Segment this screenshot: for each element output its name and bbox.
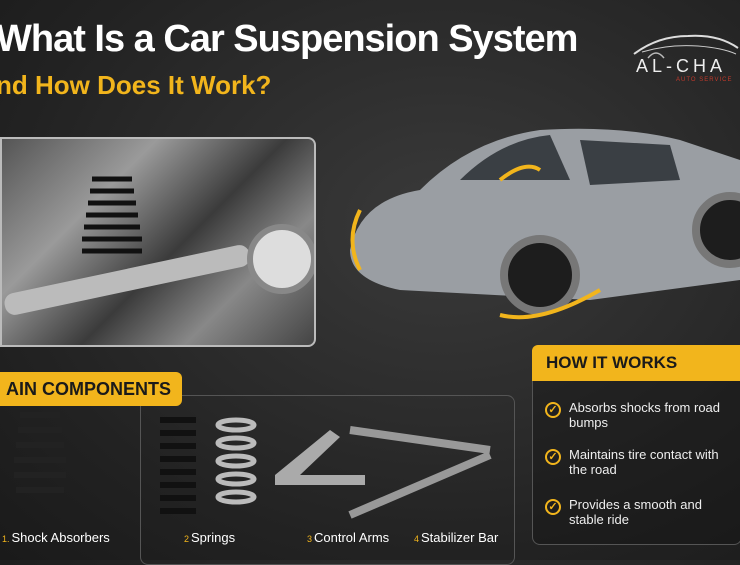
component-number: 1. (2, 534, 10, 544)
how-it-works-item: ✓ Provides a smooth and stable ride (545, 497, 735, 527)
silver-spring-icon (215, 417, 257, 505)
how-it-works-item: ✓ Absorbs shocks from road bumps (545, 400, 735, 430)
component-number: 2 (184, 534, 190, 544)
components-illustration (14, 412, 492, 519)
item-text: Provides a smooth and stable ride (569, 497, 702, 527)
stabilizer-bar-icon (348, 426, 492, 519)
component-shock-absorbers: 1.Shock Absorbers (2, 530, 110, 545)
logo-name: AL-CHA (636, 56, 727, 76)
component-number: 4 (414, 534, 420, 544)
check-icon: ✓ (545, 449, 561, 465)
item-text: Maintains tire contact with the road (569, 447, 719, 477)
car-logo-icon (633, 34, 739, 59)
component-label: Stabilizer Bar (421, 530, 499, 545)
component-label: Springs (191, 530, 236, 545)
how-it-works-item: ✓ Maintains tire contact with the road (545, 447, 735, 477)
suspension-illustration (4, 176, 314, 315)
check-icon: ✓ (545, 402, 561, 418)
logo-tagline: AUTO SERVICE (676, 77, 733, 83)
check-icon: ✓ (545, 499, 561, 515)
shock-absorber-icon (14, 412, 66, 493)
component-label: Control Arms (314, 530, 390, 545)
main-components-heading: AIN COMPONENTS (0, 372, 182, 406)
component-number: 3 (307, 534, 313, 544)
how-it-works-heading: HOW IT WORKS (532, 345, 740, 381)
black-spring-icon (160, 417, 196, 514)
control-arm-icon (275, 430, 365, 485)
component-label: Shock Absorbers (11, 530, 110, 545)
page-subtitle: nd How Does It Work? (0, 70, 272, 100)
car-illustration (350, 128, 740, 320)
suspension-photo (0, 137, 316, 347)
page-title: What Is a Car Suspension System (0, 18, 578, 60)
item-text: Absorbs shocks from road bumps (569, 400, 721, 430)
